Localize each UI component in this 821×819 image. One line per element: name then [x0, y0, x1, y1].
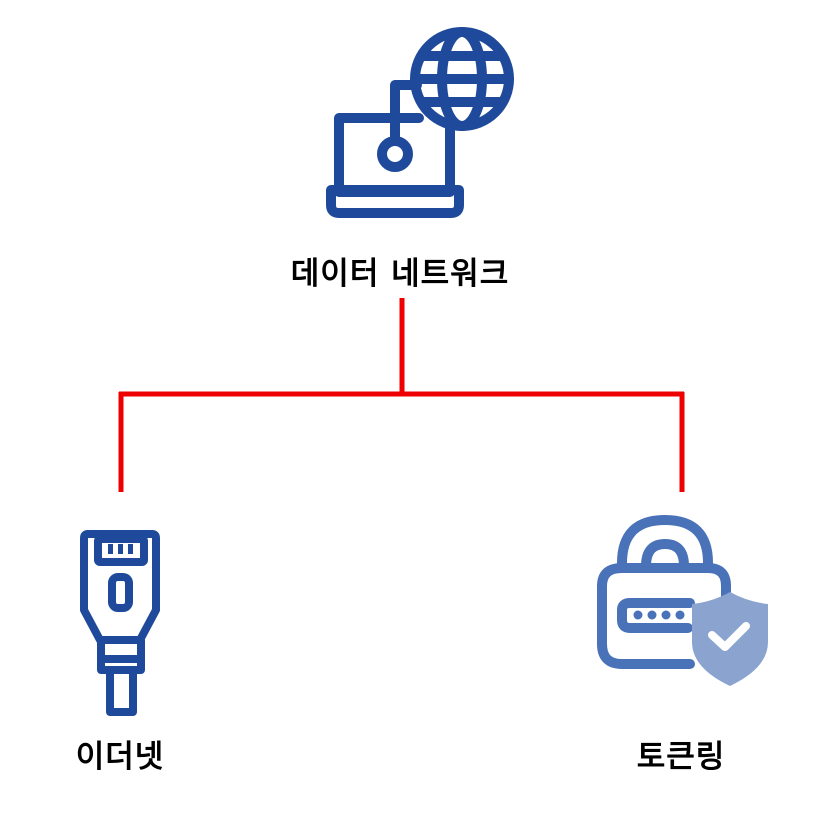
- ethernet-cable-icon: [72, 525, 168, 720]
- laptop-network-globe-icon: [322, 25, 522, 225]
- secure-lock-shield-icon: [592, 510, 772, 690]
- root-node-label: 데이터 네트워크: [290, 256, 510, 292]
- child-node-label-ethernet: 이더넷: [75, 739, 165, 775]
- check-icon: [708, 622, 750, 651]
- child-node-label-token-ring: 토큰링: [636, 739, 726, 775]
